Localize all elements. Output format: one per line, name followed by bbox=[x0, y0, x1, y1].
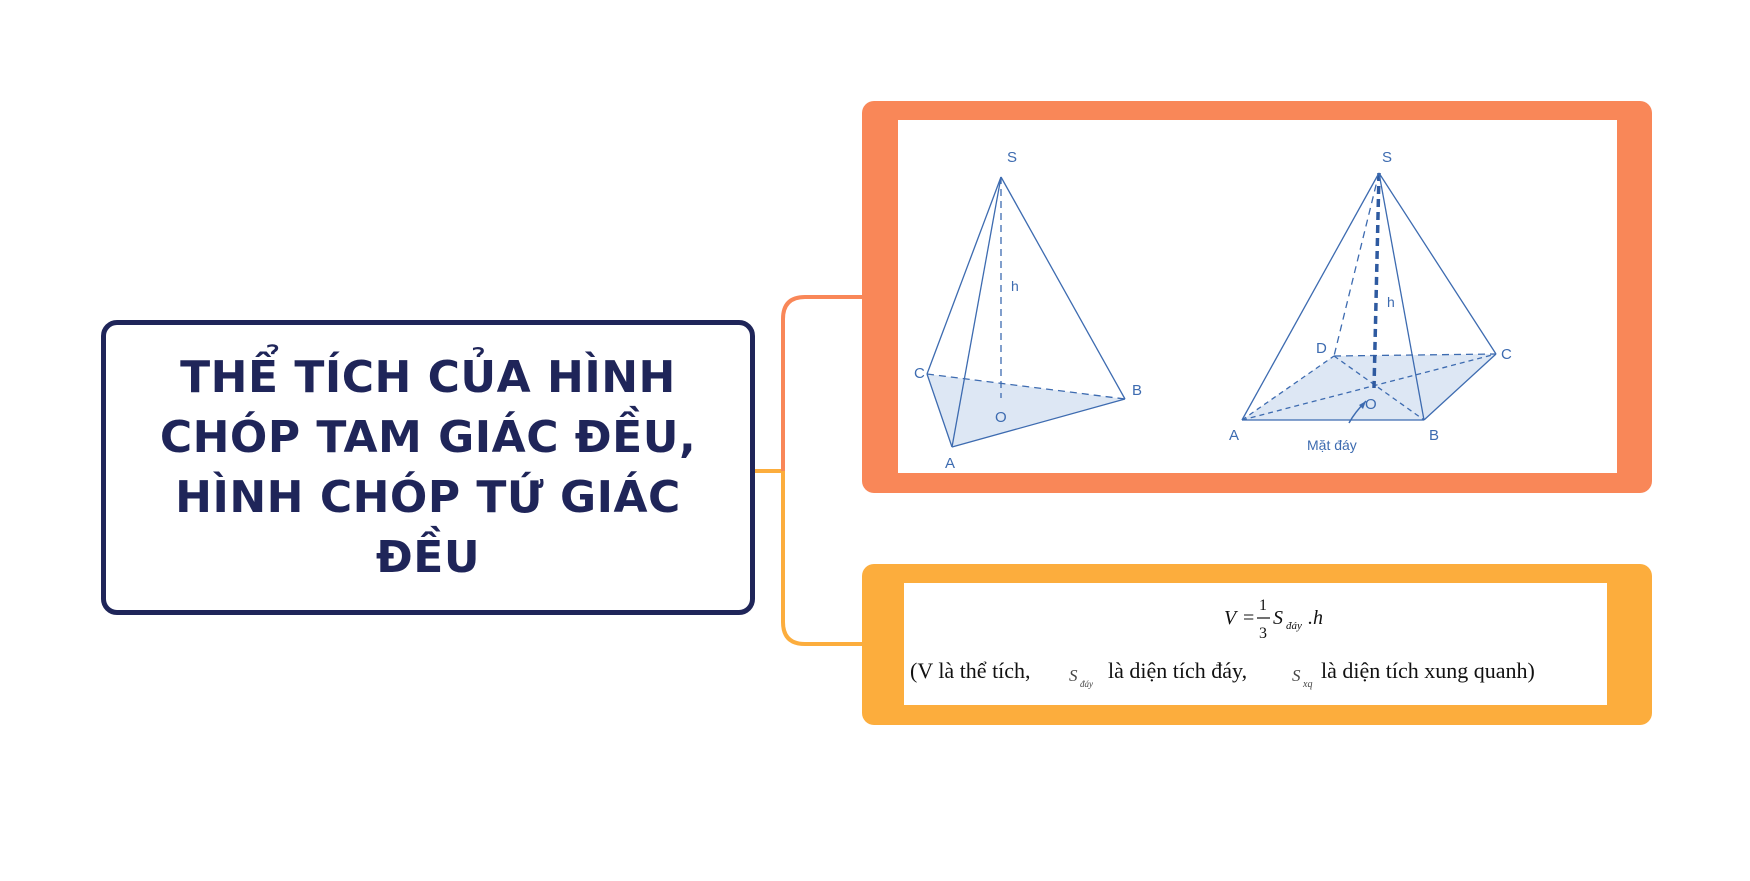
label-a-tri: A bbox=[945, 455, 955, 472]
edge-ca bbox=[926, 373, 953, 448]
edge-ad-hidden bbox=[1241, 355, 1335, 421]
square-pyramid-diagram bbox=[1241, 172, 1497, 424]
triangle-base-fill bbox=[927, 374, 1125, 447]
formula-equals: = bbox=[1243, 607, 1254, 629]
label-d-sq: D bbox=[1316, 340, 1327, 357]
label-s-sq: S bbox=[1382, 149, 1392, 166]
label-b-sq: B bbox=[1429, 427, 1439, 444]
edge-sb-sq bbox=[1378, 172, 1425, 421]
formula-main: V = 1 3 S đáy .h bbox=[1224, 597, 1323, 642]
formula-denominator: 3 bbox=[1259, 625, 1267, 642]
diag-ac bbox=[1241, 353, 1497, 421]
legend-s-sub: đáy bbox=[1080, 679, 1093, 689]
edge-sc bbox=[926, 176, 1002, 375]
label-b-tri: B bbox=[1132, 382, 1142, 399]
diag-db bbox=[1333, 355, 1425, 421]
label-c-sq: C bbox=[1501, 346, 1512, 363]
edge-dc-hidden bbox=[1333, 353, 1497, 357]
height-line-square bbox=[1372, 172, 1381, 389]
legend-part3: là diện tích xung quanh) bbox=[1321, 658, 1535, 683]
formula-s: S bbox=[1273, 607, 1283, 629]
main-topic-title: THỂ TÍCH CỦA HÌNH CHÓP TAM GIÁC ĐỀU, HÌN… bbox=[159, 351, 697, 583]
formula-v: V bbox=[1224, 607, 1239, 629]
edge-sa-sq bbox=[1241, 172, 1380, 421]
formula-card[interactable]: V = 1 3 S đáy .h (V là thể tích, S đáy l… bbox=[862, 564, 1652, 725]
label-h-tri: h bbox=[1011, 278, 1019, 294]
label-s-tri: S bbox=[1007, 149, 1017, 166]
edge-bc-sq bbox=[1423, 353, 1497, 421]
base-caption-arrowhead bbox=[1359, 401, 1366, 409]
edge-sb bbox=[1000, 176, 1126, 400]
edge-ab bbox=[951, 398, 1126, 448]
legend-s: S bbox=[1069, 666, 1078, 685]
formula-s-sub: đáy bbox=[1286, 620, 1302, 632]
legend-sxq-sub: xq bbox=[1302, 679, 1312, 690]
edge-sc-sq bbox=[1378, 172, 1497, 355]
figure-card[interactable]: S h O A B C bbox=[862, 101, 1652, 493]
formula-tail: .h bbox=[1308, 607, 1323, 629]
legend-part2: là diện tích đáy, bbox=[1108, 658, 1247, 683]
formula-numerator: 1 bbox=[1259, 597, 1267, 614]
edge-sd-hidden bbox=[1333, 172, 1380, 357]
pyramid-figures: S h O A B C bbox=[914, 149, 1512, 472]
label-c-tri: C bbox=[914, 365, 925, 382]
formula-card-content: V = 1 3 S đáy .h (V là thể tích, S đáy l… bbox=[904, 583, 1607, 705]
main-topic-node[interactable]: THỂ TÍCH CỦA HÌNH CHÓP TAM GIÁC ĐỀU, HÌN… bbox=[101, 320, 755, 615]
label-a-sq: A bbox=[1229, 427, 1239, 444]
branch-figure-connector bbox=[781, 295, 862, 471]
triangular-pyramid-diagram bbox=[926, 176, 1126, 448]
volume-formula: V = 1 3 S đáy .h (V là thể tích, S đáy l… bbox=[910, 597, 1535, 690]
base-caption: Mặt đáy bbox=[1307, 437, 1357, 453]
edge-sa bbox=[951, 176, 1002, 448]
legend-sxq: S bbox=[1292, 666, 1301, 685]
figure-card-content: S h O A B C bbox=[898, 120, 1617, 473]
legend-part1: (V là thể tích, bbox=[910, 658, 1031, 683]
label-h-sq: h bbox=[1387, 294, 1395, 310]
branch-formula-connector bbox=[781, 471, 862, 646]
label-o-tri: O bbox=[995, 409, 1007, 426]
label-o-sq: O bbox=[1365, 396, 1377, 413]
edge-cb-hidden bbox=[926, 373, 1126, 400]
formula-legend: (V là thể tích, S đáy là diện tích đáy, … bbox=[910, 658, 1535, 690]
